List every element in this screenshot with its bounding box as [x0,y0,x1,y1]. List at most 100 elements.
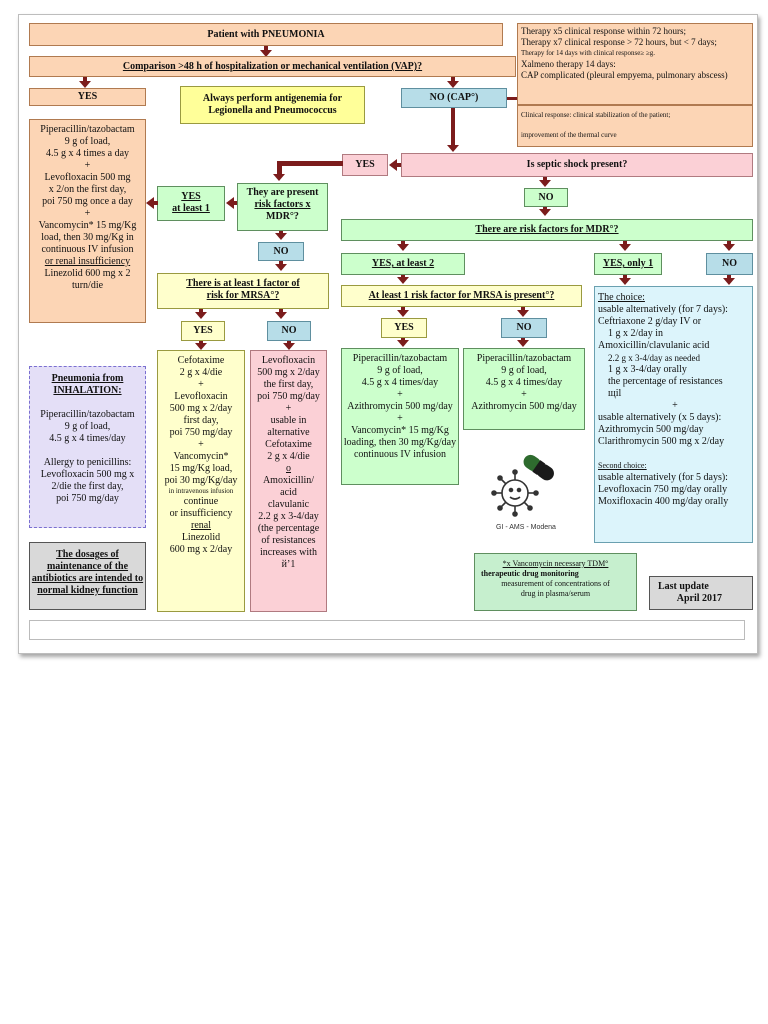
arrow-stem [397,163,401,167]
therapy-line-1: Therapy x5 clinical response within 72 h… [521,26,686,36]
arrow-stem [543,207,547,210]
pv-line-2: 9 g of load, [377,365,423,376]
mrsa-factor-box: There is at least 1 factor of risk for M… [157,273,329,309]
inhalation-line-8: Allergy to penicillins: [43,457,132,468]
inhalation-line-1: Pneumonia from [51,373,124,384]
arrow-head [79,81,91,88]
choice-line-16: usable alternatively (for 5 days): [598,472,728,483]
arrow-stem [234,201,238,205]
yes-only-1-label: YES, only 1 [602,258,654,269]
arrow-head [195,312,207,319]
arrow-head [447,145,459,152]
levo-line-5: + [285,403,292,414]
arrow-head [275,312,287,319]
virus-pill-icon [491,454,554,517]
dosages-line-1: The dosages of [56,549,119,560]
mrsa-no-right-box: NO [501,318,547,338]
clinical-response-line-1: Clinical response: clinical stabilizatio… [521,111,671,119]
inhalation-box: Pneumonia from INHALATION: Piperacillin/… [29,366,146,528]
pv-line-5: Azithromycin 500 mg/day [347,401,453,412]
cef-line-12: in intravenous infusion [168,487,234,495]
choice-line-5: Amoxicillin/clavulanic acid [598,340,710,351]
vap-yes-box: YES [29,88,146,106]
arrow-head [723,278,735,285]
vap-line-3: 4.5 g x 4 times a day [45,148,130,159]
arrow-head [619,244,631,251]
inhalation-line-9: Levofloxacin 500 mg x [40,469,135,480]
levo-line-3: the first day, [263,379,314,390]
choice-line-1: The choice: [598,292,645,303]
levo-line-14: 2.2 g x 3-4/day [258,511,319,522]
arrow-stem [727,275,731,279]
arrow-head [275,233,287,240]
pa-line-3: 4.5 g x 4 times/day [485,377,563,388]
tdm-line-3: measurement of concentrations of [501,579,610,588]
cef-line-14: or insufficiency [169,508,233,519]
vap-line-6: x 2/on the first day, [48,184,127,195]
therapy-line-3: Therapy for 14 days with clinical respon… [521,49,656,57]
dosages-note-box: The dosages of maintenance of the antibi… [29,542,146,610]
levo-line-2: 500 mg x 2/day [257,367,320,378]
arrow-head [539,180,551,187]
cap-no-label: NO (CAP°) [429,92,479,103]
tdm-line-4: drug in plasma/serum [520,589,591,598]
logo-caption: GI - AMS - Modena [496,524,556,531]
mdr-question-box: There are risk factors for MDR°? [341,219,753,241]
cef-line-13: continue [183,496,219,507]
arrow-stem [401,241,405,245]
choice-box: The choice: usable alternatively (for 7 … [594,286,753,543]
cap-no-box: NO (CAP°) [401,88,507,108]
yes-only-1-box: YES, only 1 [594,253,662,275]
cef-line-17: 600 mg x 2/day [169,544,233,555]
mdr-no-right-label: NO [722,258,737,269]
pa-line-4: + [521,389,527,400]
tdm-line-1: *x Vancomycin necessary TDM° [502,559,609,568]
vap-line-4: + [84,160,91,171]
levo-line-10: o [286,463,291,474]
levofloxacin-box: Levofloxacin 500 mg x 2/day the first da… [250,350,327,612]
footer-empty-row [29,620,745,640]
arrow-stem [521,307,525,311]
mrsa-no-left-box: NO [267,321,311,341]
vap-line-11: continuous IV infusion [41,244,134,255]
levo-line-6: usable in [270,415,307,426]
vap-line-5: Levofloxacin 500 mg [44,172,131,183]
inhalation-line-3 [30,397,145,409]
vap-line-14: turn/die [71,280,104,291]
levo-line-11: Amoxicillin/ [262,475,315,486]
cef-line-7: poi 750 mg/day [169,427,233,438]
vap-line-10: load, then 30 mg/Kg in [41,232,134,243]
pa-line-2: 9 g of load, [501,365,547,376]
cef-line-9: Vancomycin* [173,451,229,462]
inhalation-line-4: Piperacillin/tazobactam [40,409,135,420]
therapy-line-2: Therapy x7 clinical response > 72 hours,… [521,37,717,47]
arrow-head [517,310,529,317]
tdm-line-2: therapeutic drug monitoring [481,569,579,578]
inhalation-line-2: INHALATION: [53,385,122,396]
pv-line-7: Vancomycin* 15 mg/Kg [351,425,449,436]
cef-line-3: + [198,379,204,390]
arrow-stem [199,309,203,313]
arrow-stem [623,241,627,245]
mdr-no-label: NO [273,246,289,257]
levo-line-12: acid [280,487,297,498]
arrow-head [275,264,287,271]
septic-question-text: Is septic shock present? [526,159,628,170]
levo-line-4: poi 750 mg/day [257,391,320,402]
arrow-left-head [146,197,154,209]
vap-line-7: poi 750 mg once a day [42,196,133,207]
arrow-head [273,174,285,181]
cef-line-6: first day, [183,415,219,426]
mdr-present-line-1: They are present [246,187,319,198]
mrsa-yes-left-box: YES [181,321,225,341]
mdr-no-box: NO [258,242,304,261]
arrow-stem [279,309,283,313]
choice-line-7: 1 g x 3-4/day orally [608,364,687,375]
mrsa-no-left-label: NO [281,325,297,336]
cef-line-1: Cefotaxime [177,355,225,366]
levo-line-18: й’1 [281,559,296,570]
choice-line-12: Azithromycin 500 mg/day [598,424,704,435]
inhalation-line-7 [30,445,145,457]
vap-line-13: Linezolid 600 mg x 2 [44,268,131,279]
choice-line-10: + [672,400,678,411]
